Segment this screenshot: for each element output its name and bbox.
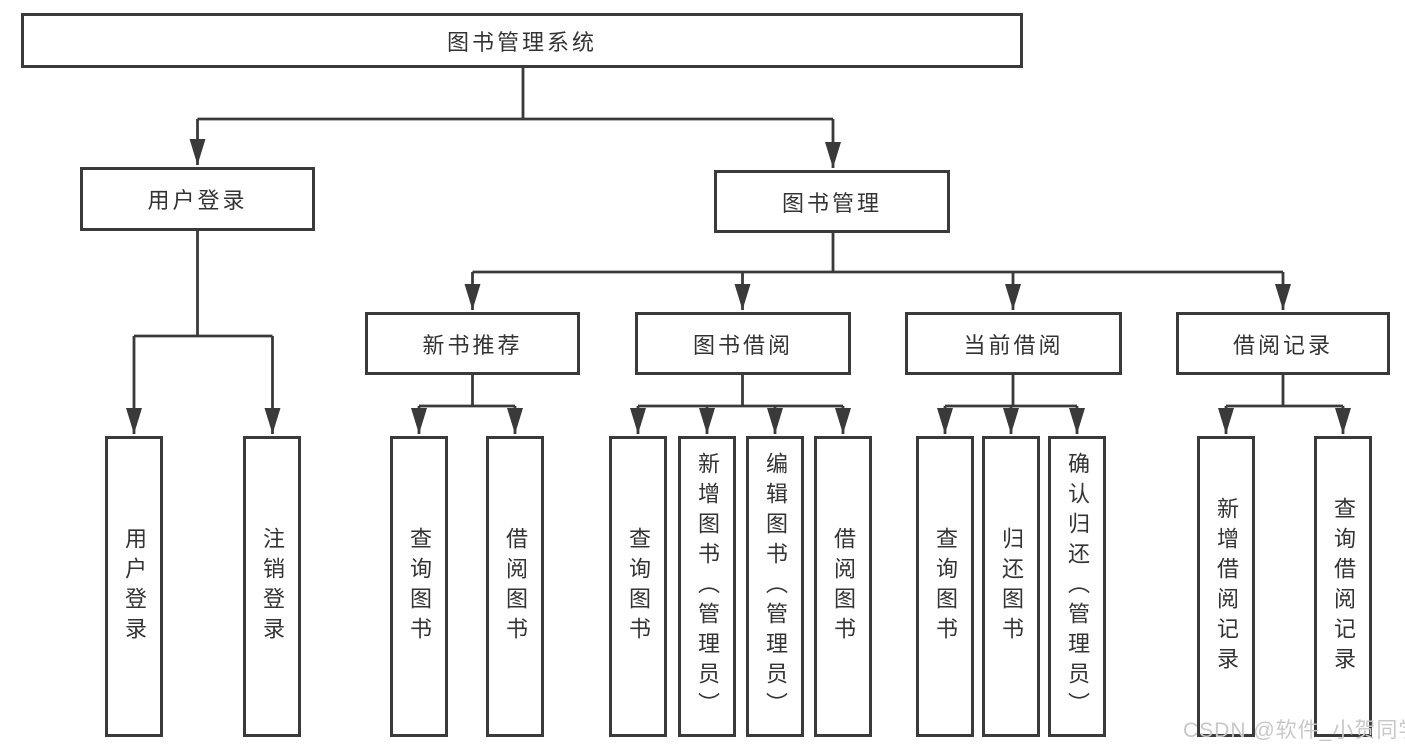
node-book-management: 图书管理 [714,170,950,233]
node-user-login: 用户登录 [80,167,315,231]
node-leaf-query-books-borrowing: 查询图书 [609,436,667,737]
node-leaf-borrow-books-borrowing: 借阅图书 [814,436,872,737]
node-leaf-user-login: 用户登录 [105,436,163,737]
node-leaf-logout: 注销登录 [243,436,301,737]
node-leaf-return-books: 归还图书 [982,436,1040,737]
node-book-management-system: 图书管理系统 [21,13,1023,68]
watermark-text: CSDN @软件_小贺同学 [1183,719,1405,742]
node-current-borrowing: 当前借阅 [905,312,1122,375]
node-book-borrowing: 图书借阅 [635,312,851,375]
node-leaf-edit-books-admin: 编辑图书（管理员） [746,436,804,737]
node-leaf-query-books-recommend: 查询图书 [390,436,448,737]
node-leaf-add-books-admin: 新增图书（管理员） [678,436,736,737]
node-leaf-query-borrow-record: 查询借阅记录 [1314,436,1372,737]
node-new-book-recommend: 新书推荐 [365,312,580,375]
node-leaf-confirm-return-admin: 确认归还（管理员） [1048,436,1106,737]
node-leaf-query-books-current: 查询图书 [916,436,974,737]
node-borrowing-records: 借阅记录 [1176,312,1390,375]
node-leaf-add-borrow-record: 新增借阅记录 [1197,436,1255,737]
node-leaf-borrow-books-recommend: 借阅图书 [486,436,544,737]
